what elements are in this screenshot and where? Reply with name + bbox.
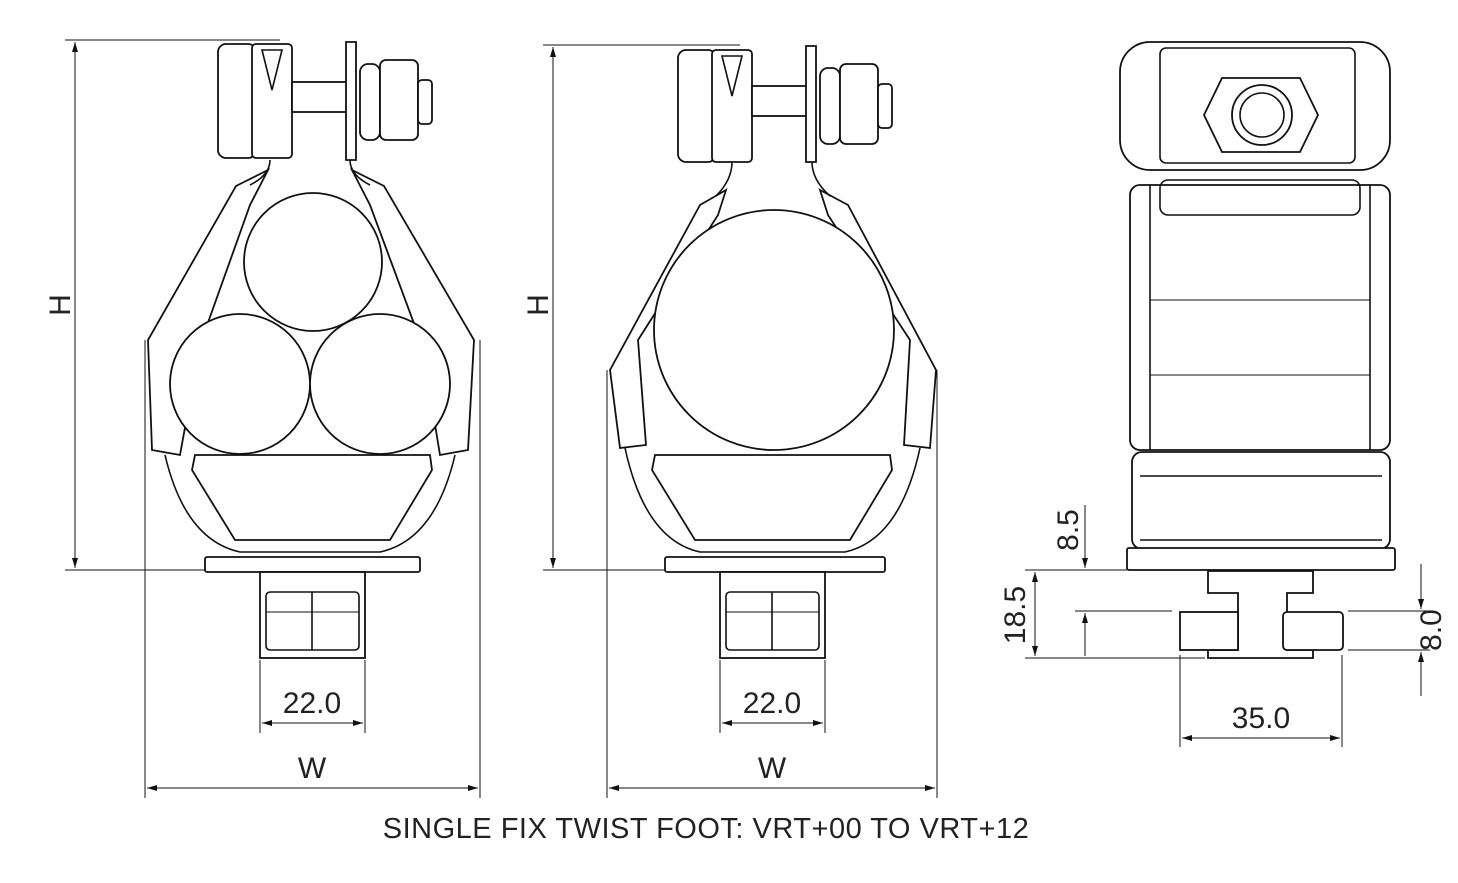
top-offset-dimension: 8.5: [1052, 509, 1085, 551]
slot-height-dimension: 8.0: [1415, 609, 1448, 651]
base-plate: [1126, 547, 1396, 571]
body: [1129, 184, 1391, 451]
width-label: W: [298, 752, 327, 785]
drawing-caption: SINGLE FIX TWIST FOOT: VRT+00 TO VRT+12: [383, 813, 1029, 845]
foot-lug-left: [1179, 611, 1239, 651]
base-plate: [204, 556, 421, 573]
cable-bottom-left: [169, 313, 311, 455]
foot-lug-right: [1282, 611, 1344, 651]
height-label: H: [522, 294, 555, 316]
view-three-cables: H 22.0 W: [44, 39, 481, 798]
foot-length-dimension: 35.0: [1232, 702, 1290, 735]
view-single-cable: H 22.0 W: [522, 44, 938, 798]
height-label: H: [44, 294, 77, 316]
lower-body: [1131, 451, 1391, 550]
saddle: [651, 454, 893, 541]
saddle: [191, 454, 433, 541]
bolt-assembly: [677, 45, 893, 163]
cable: [653, 209, 895, 451]
width-label: W: [758, 752, 787, 785]
bolt-assembly: [217, 41, 433, 161]
view-side: 8.5 18.5 8.0 35.0: [999, 41, 1448, 747]
foot-width-label: 22.0: [743, 687, 801, 720]
base-plate: [664, 556, 886, 573]
cable-bottom-right: [309, 313, 451, 455]
foot-height-dimension: 18.5: [999, 586, 1032, 644]
cable-top: [243, 192, 383, 332]
foot-width-label: 22.0: [283, 687, 341, 720]
